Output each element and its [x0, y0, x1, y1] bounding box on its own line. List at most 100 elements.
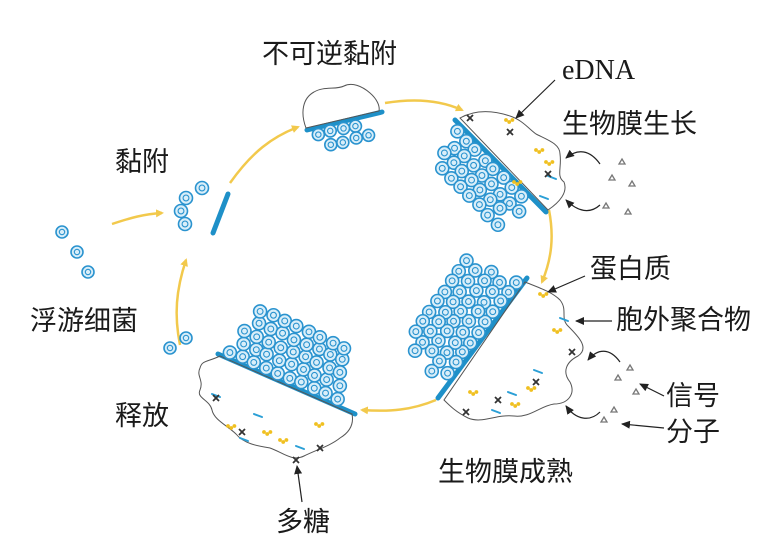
cell-core [326, 127, 334, 135]
label-protein: 蛋白质 [590, 254, 671, 285]
bacterium-cell [453, 179, 468, 195]
cell-body [511, 204, 527, 219]
cell-body [270, 366, 285, 381]
cell-body [177, 216, 193, 232]
polysaccharide-mark [466, 114, 474, 122]
cell-body [461, 294, 476, 309]
cell-core [447, 174, 455, 182]
cell-core [310, 384, 318, 392]
cell-core [496, 190, 504, 198]
cell-core [484, 211, 492, 219]
cell-core [468, 176, 476, 184]
cell-body [81, 265, 95, 279]
cell-core [302, 353, 310, 361]
polysaccharide-mark [506, 128, 514, 136]
signal-triangle [623, 207, 633, 215]
eps-fiber [539, 195, 549, 200]
bacterium-cell [504, 180, 520, 195]
cell-core [450, 159, 458, 167]
cell-core [455, 267, 463, 275]
bacterium-cell [447, 335, 463, 350]
bacterium-cell [434, 161, 450, 176]
cell-core [311, 371, 318, 379]
bacterium-cell [55, 225, 69, 239]
bacterium-cell [485, 284, 500, 299]
cell-body [423, 323, 438, 339]
protein-dot [504, 118, 508, 122]
cell-body [222, 345, 238, 360]
cell-body [266, 307, 281, 323]
cell-body [485, 161, 501, 177]
cell-body [348, 119, 363, 133]
bacterium-cell [263, 321, 279, 337]
cell-body [330, 391, 345, 407]
cell-core [340, 125, 347, 132]
bacterium-cell [309, 355, 324, 370]
bacterium-cell [258, 360, 274, 376]
protein-dot [320, 422, 325, 426]
polysaccharide-mark [212, 394, 220, 402]
cell-core [267, 325, 275, 333]
bacterium-cell [461, 313, 477, 329]
bacterium-cell [459, 253, 474, 268]
cell-body [261, 334, 276, 350]
cell-body [461, 313, 477, 329]
cell-body [437, 145, 452, 161]
label-pointers [294, 79, 665, 503]
cell-core [198, 184, 206, 192]
bacterium-cell [424, 363, 440, 379]
eps-fiber [491, 409, 501, 414]
pointer-edna [515, 79, 556, 119]
protein-dot [474, 390, 479, 394]
cell-core [426, 327, 434, 335]
cell-core [340, 344, 348, 352]
bacterium-cell [249, 329, 264, 345]
signal-molecules [599, 157, 641, 423]
bacterium-cell [266, 307, 281, 323]
cell-core [181, 220, 189, 228]
bacterium-cell [178, 190, 194, 206]
bacterium-cell [431, 314, 446, 330]
poly-stroke [568, 348, 576, 356]
cycle-arrow-growth-to-maturation [540, 209, 553, 284]
protein-dot [532, 386, 537, 390]
cell-core [256, 307, 264, 315]
cell-body [332, 378, 348, 394]
polysaccharide-marks [212, 114, 576, 464]
cell-body [452, 284, 467, 300]
cell-core [515, 207, 523, 215]
cell-body [484, 176, 499, 192]
cell-core [508, 184, 516, 192]
cell-core [443, 349, 451, 357]
cell-body [415, 313, 431, 329]
cell-core [182, 334, 190, 342]
cycle-arrows [111, 99, 553, 415]
cell-body [448, 354, 464, 370]
cell-core [226, 349, 234, 357]
poly-stroke [238, 428, 246, 436]
cell-core [305, 328, 313, 336]
cell-body [286, 332, 302, 348]
cell-core [338, 355, 346, 363]
bacterium-cell [508, 275, 524, 290]
cell-body [307, 368, 322, 383]
bacterium-cell [332, 378, 348, 394]
cell-core [239, 353, 247, 361]
cell-body [178, 190, 194, 206]
cell-core [475, 201, 483, 209]
bacterium-cell [439, 323, 455, 339]
cell-core [476, 186, 484, 194]
cell-body [361, 128, 376, 143]
cell-core [288, 360, 296, 368]
bacterium-cell [336, 135, 350, 150]
protein-dot [268, 430, 273, 434]
poly-stroke [316, 444, 324, 452]
cell-body [285, 344, 301, 360]
cell-body [336, 121, 351, 136]
cell-core [300, 365, 308, 373]
bacterium-cell [298, 349, 313, 365]
cell-core [453, 127, 461, 135]
label-planktonic-bacteria: 浮游细菌 [30, 306, 138, 337]
label-eps: 胞外聚合物 [616, 305, 751, 336]
